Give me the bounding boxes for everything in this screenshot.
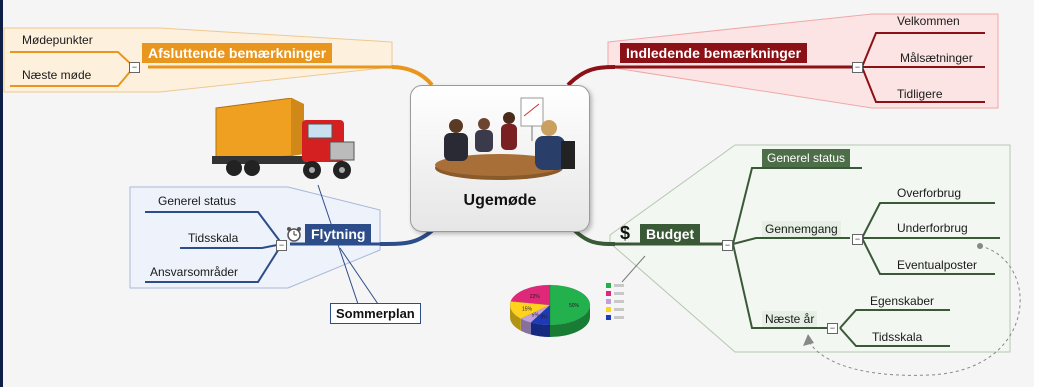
topic-næste-møde[interactable]: Næste møde (22, 68, 92, 82)
topic-målsætninger[interactable]: Målsætninger (900, 51, 973, 65)
pie-legend-text-0 (614, 284, 624, 287)
line-næste-møde (10, 66, 135, 87)
pie-slice-side-2 (520, 318, 531, 335)
truck-illustration (212, 98, 355, 179)
topic-ansvarsområder[interactable]: Ansvarsområder (150, 265, 239, 279)
topic-velkommen[interactable]: Velkommen (897, 14, 960, 28)
line-velkommen (861, 32, 985, 68)
meeting-illustration (435, 97, 575, 180)
window-frame-left (0, 0, 3, 387)
topic-budget-generel-status[interactable]: Generel status (762, 149, 851, 167)
line-egenskaber (839, 309, 950, 329)
budget-title: Budget (646, 226, 695, 242)
indledende-connector (566, 65, 616, 87)
pie-label-0: 50% (569, 303, 580, 309)
pie-slice-0 (549, 284, 591, 326)
pie-legend-swatch-0 (606, 283, 611, 288)
pie-callout-line (621, 255, 646, 283)
pie-legend-text-1 (614, 292, 624, 295)
pie-legend-text-3 (614, 308, 624, 311)
pie-slice-1 (530, 304, 551, 326)
topic-tidligere[interactable]: Tidligere (897, 87, 943, 101)
line-næste-år (732, 243, 830, 329)
pie-legend-swatch-1 (606, 291, 611, 296)
pie-legend-swatch-3 (606, 307, 611, 312)
topic-indledende[interactable]: Indledende bemærkninger (620, 43, 808, 63)
collapse-indledende-button[interactable]: − (852, 62, 863, 73)
topic-budget-tidsskala[interactable]: Tidsskala (872, 330, 923, 344)
line-generel-status (145, 211, 283, 245)
topic-gennemgang[interactable]: Gennemgang (762, 221, 841, 237)
pie-slice-3 (509, 300, 551, 319)
callout-sommerplan[interactable]: Sommerplan (330, 303, 421, 324)
relationship-start (977, 243, 983, 249)
relationship-arrowhead (803, 334, 814, 346)
flytning-title: Flytning (311, 226, 366, 242)
topic-flytning[interactable]: Flytning (305, 224, 372, 244)
line-gennemgang (732, 237, 850, 245)
central-topic[interactable]: Ugemøde (410, 85, 590, 232)
pie-legend-swatch-2 (606, 299, 611, 304)
topic-eventualposter[interactable]: Eventualposter (897, 258, 978, 272)
line-budget-tidsskala (839, 327, 950, 347)
collapse-flytning-button[interactable]: − (276, 240, 287, 251)
topic-afsluttende[interactable]: Afsluttende bemærkninger (142, 43, 333, 63)
window-frame-right (1034, 0, 1044, 387)
topic-underforbrug[interactable]: Underforbrug (897, 221, 968, 235)
topic-næste-år[interactable]: Næste år (762, 311, 818, 327)
pie-slice-side-0 (550, 305, 590, 337)
topic-flytning-tidsskala[interactable]: Tidsskala (188, 231, 239, 245)
pie-chart: 50% 8%5%15% 22% (509, 283, 624, 337)
afsluttende-connector (391, 65, 434, 87)
line-mødepunkter (10, 51, 135, 68)
dollar-icon: $ (620, 223, 631, 243)
afsluttende-title: Afsluttende bemærkninger (148, 45, 327, 61)
line-tidligere (861, 66, 985, 103)
topic-egenskaber[interactable]: Egenskaber (870, 294, 935, 308)
collapse-afsluttende-button[interactable]: − (129, 62, 140, 73)
pie-slice-side-3 (510, 305, 521, 331)
line-eventualposter (861, 237, 995, 275)
line-tidsskala (180, 243, 283, 249)
pie-label-3: 15% (522, 306, 533, 312)
alarm-clock-icon (286, 226, 302, 242)
pie-slice-2 (520, 304, 551, 323)
pie-legend-text-2 (614, 300, 624, 303)
collapse-budget-button[interactable]: − (722, 240, 733, 251)
pie-slice-4 (510, 284, 551, 306)
pie-label-2: 5% (532, 312, 540, 318)
central-title: Ugemøde (463, 192, 537, 209)
pie-label-4: 22% (530, 294, 541, 300)
line-overforbrug (861, 202, 995, 239)
callout-line (339, 247, 379, 305)
collapse-næste-år-button[interactable]: − (827, 323, 838, 334)
callout-line-truck (317, 184, 359, 305)
topic-overforbrug[interactable]: Overforbrug (897, 186, 962, 200)
relationship-arrow (807, 245, 1021, 376)
line-ansvarsområder (145, 243, 283, 283)
pie-label-1: 8% (540, 315, 548, 321)
topic-mødepunkter[interactable]: Mødepunkter (22, 33, 93, 47)
pie-legend-swatch-4 (606, 315, 611, 320)
pie-legend-text-4 (614, 316, 624, 319)
sommerplan-text: Sommerplan (336, 306, 415, 321)
indledende-title: Indledende bemærkninger (626, 45, 802, 61)
pie-slice-side-1 (530, 322, 550, 337)
collapse-gennemgang-button[interactable]: − (852, 234, 863, 245)
topic-budget[interactable]: Budget (640, 224, 701, 244)
line-budget-generel-status (732, 167, 862, 245)
topic-flytning-generel-status[interactable]: Generel status (158, 194, 237, 208)
